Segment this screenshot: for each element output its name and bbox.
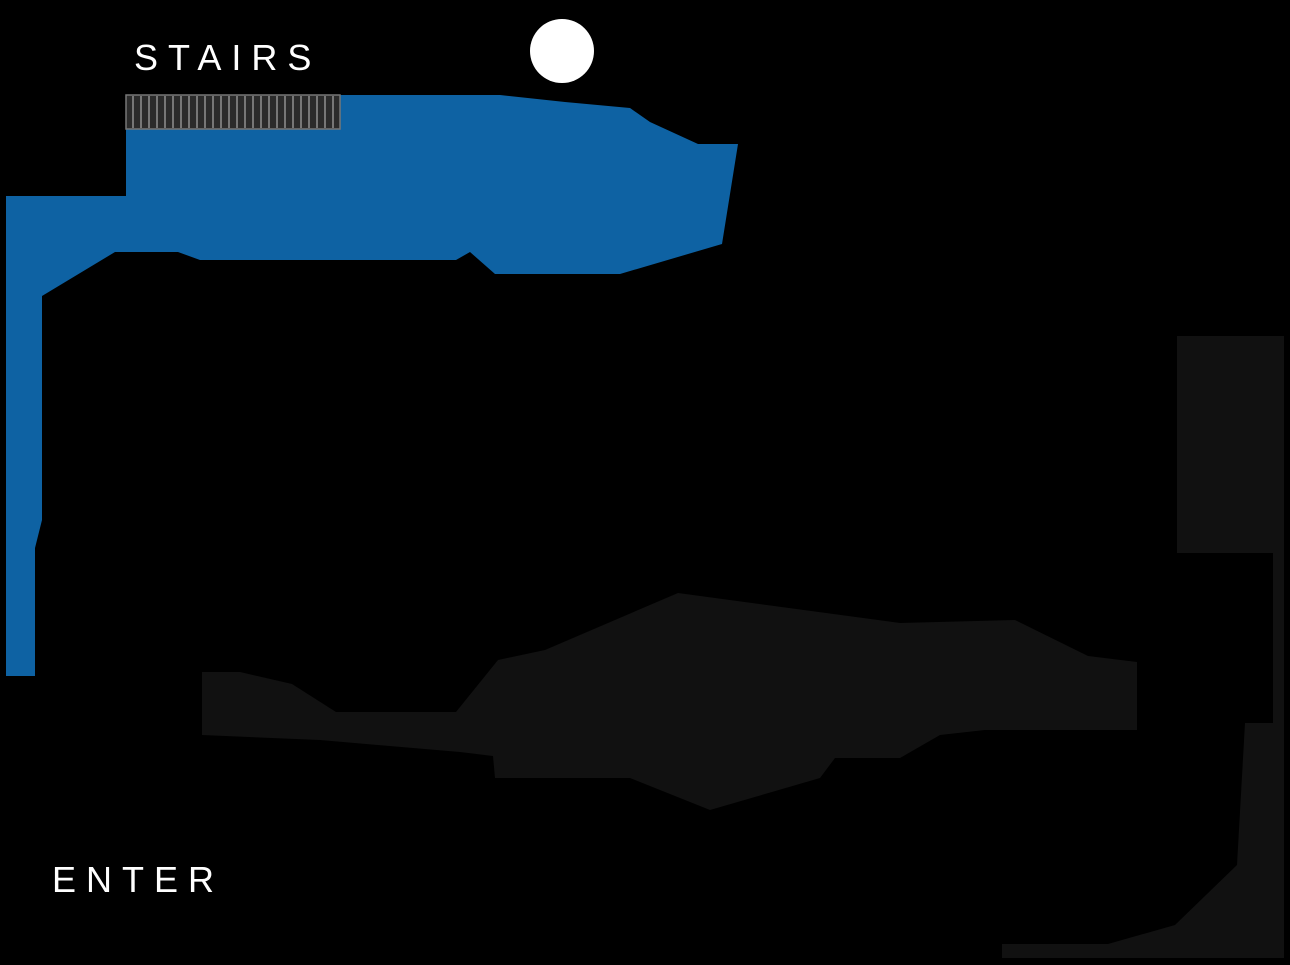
stairs-icon[interactable] xyxy=(125,94,341,130)
explored-area-blue xyxy=(6,95,738,676)
stairs-steps xyxy=(132,96,334,128)
stairs-block xyxy=(125,94,341,130)
unexplored-area-center xyxy=(202,593,1137,810)
unexplored-area-right xyxy=(1002,336,1284,958)
stairs-label: STAIRS xyxy=(134,37,322,78)
enter-label[interactable]: ENTER xyxy=(52,859,225,900)
player-marker-icon xyxy=(530,19,594,83)
